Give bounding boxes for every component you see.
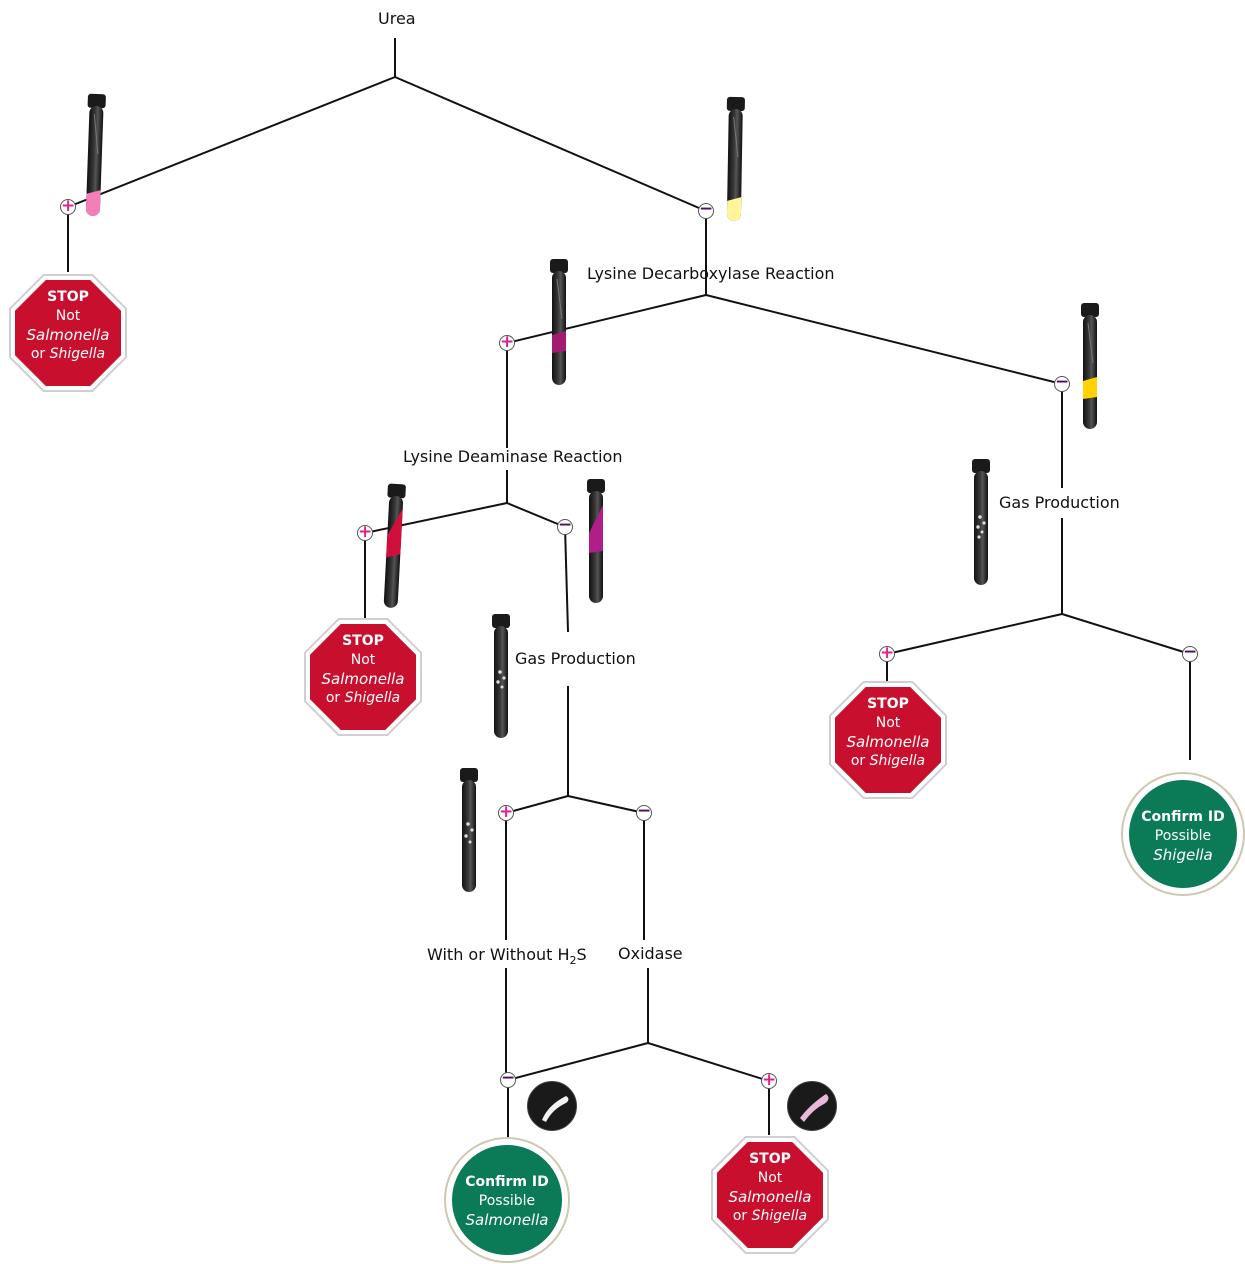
stop-title: STOP bbox=[749, 1151, 791, 1167]
gas-production-mid-label: Gas Production bbox=[515, 649, 636, 668]
stop-shigella: Shigella bbox=[869, 753, 926, 769]
stop-sign-urea-positive: STOP Not Salmonella or Shigella bbox=[9, 274, 127, 392]
stop-sign-gas-positive: STOP Not Salmonella or Shigella bbox=[829, 681, 947, 799]
stop-salmonella: Salmonella bbox=[321, 670, 405, 688]
oxidase-plus-sign: + bbox=[761, 1070, 777, 1090]
h2s-label: With or Without H2S bbox=[427, 945, 587, 967]
gas-production-right-label: Gas Production bbox=[999, 493, 1120, 512]
confirm-organism: Salmonella bbox=[465, 1211, 549, 1229]
stop-salmonella: Salmonella bbox=[26, 326, 110, 344]
stop-sign-oxidase-positive: STOP Not Salmonella or Shigella bbox=[711, 1136, 829, 1254]
stop-or: or bbox=[732, 1208, 748, 1224]
deaminase-positive-tube bbox=[383, 483, 406, 608]
gas-right-plus-sign: + bbox=[879, 643, 895, 663]
urea-plus-sign: + bbox=[60, 196, 76, 216]
stop-or: or bbox=[325, 690, 341, 706]
stop-not: Not bbox=[55, 308, 81, 324]
gas-production-mid-tube bbox=[492, 614, 510, 738]
oxidase-minus-sign: − bbox=[500, 1068, 516, 1088]
deaminase-plus-sign: + bbox=[357, 522, 373, 542]
ldc-negative-tube bbox=[1081, 303, 1099, 429]
stop-shigella: Shigella bbox=[344, 690, 401, 706]
ldc-minus-sign: − bbox=[1054, 372, 1070, 392]
h2s-label-suffix: S bbox=[576, 945, 587, 964]
confirm-id-salmonella: Confirm ID Possible Salmonella bbox=[444, 1137, 570, 1263]
stop-shigella: Shigella bbox=[751, 1208, 808, 1224]
oxidase-label: Oxidase bbox=[618, 944, 683, 963]
gas-production-right-tube bbox=[972, 459, 990, 585]
stop-shigella: Shigella bbox=[49, 346, 106, 362]
oxidase-positive-plate-icon bbox=[787, 1081, 837, 1131]
deaminase-negative-tube bbox=[587, 479, 605, 603]
confirm-title: Confirm ID bbox=[465, 1174, 549, 1190]
urea-minus-sign: − bbox=[698, 199, 714, 219]
h2s-tube bbox=[460, 768, 478, 892]
confirm-possible: Possible bbox=[1154, 828, 1212, 844]
stop-sign-deaminase-positive: STOP Not Salmonella or Shigella bbox=[304, 618, 422, 736]
stop-salmonella: Salmonella bbox=[846, 733, 930, 751]
urea-negative-tube bbox=[726, 96, 745, 221]
confirm-possible: Possible bbox=[478, 1193, 536, 1209]
gas-mid-plus-sign: + bbox=[498, 802, 514, 822]
stop-salmonella: Salmonella bbox=[728, 1188, 812, 1206]
stop-not: Not bbox=[757, 1170, 783, 1186]
stop-title: STOP bbox=[342, 633, 384, 649]
stop-not: Not bbox=[350, 652, 376, 668]
gas-right-minus-sign: − bbox=[1182, 642, 1198, 662]
confirm-id-shigella: Confirm ID Possible Shigella bbox=[1121, 772, 1245, 896]
stop-or: or bbox=[30, 346, 46, 362]
deaminase-minus-sign: − bbox=[557, 515, 573, 535]
stop-or: or bbox=[850, 753, 866, 769]
stop-not: Not bbox=[875, 715, 901, 731]
urea-label: Urea bbox=[378, 9, 416, 28]
lysine-decarboxylase-label: Lysine Decarboxylase Reaction bbox=[587, 264, 835, 283]
h2s-label-subscript: 2 bbox=[569, 954, 577, 968]
oxidase-negative-plate-icon bbox=[527, 1081, 577, 1131]
stop-title: STOP bbox=[47, 289, 89, 305]
stop-title: STOP bbox=[867, 696, 909, 712]
confirm-organism: Shigella bbox=[1153, 846, 1213, 864]
urea-positive-tube bbox=[85, 93, 106, 216]
confirm-title: Confirm ID bbox=[1141, 809, 1225, 825]
lysine-deaminase-label: Lysine Deaminase Reaction bbox=[403, 447, 623, 466]
gas-mid-minus-sign: − bbox=[636, 801, 652, 821]
ldc-positive-tube bbox=[550, 259, 568, 385]
h2s-label-prefix: With or Without H bbox=[427, 945, 570, 964]
ldc-plus-sign: + bbox=[499, 332, 515, 352]
